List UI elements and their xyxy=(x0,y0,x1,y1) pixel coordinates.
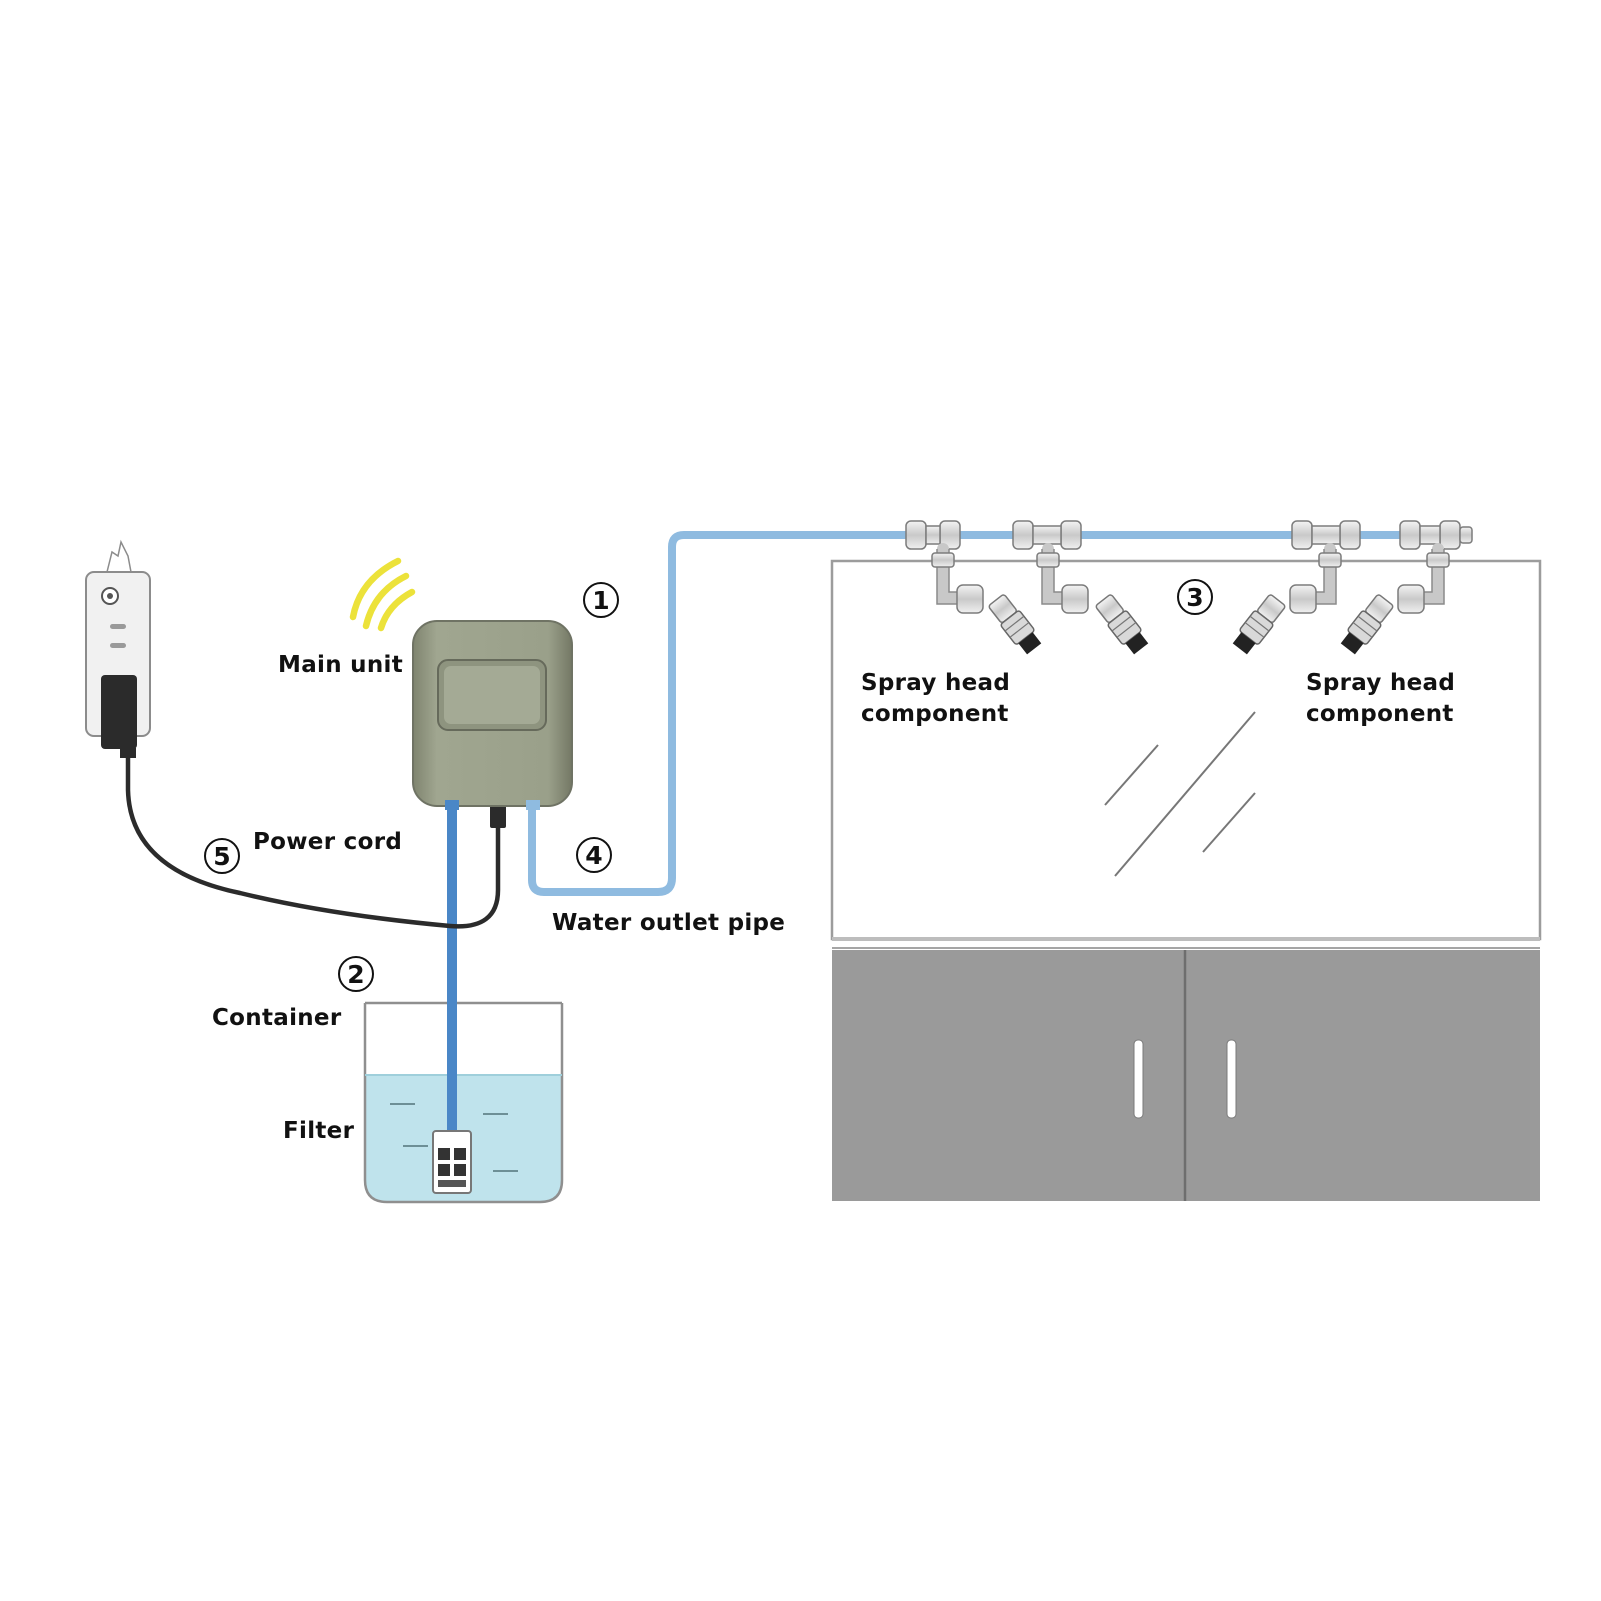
water-outlet-pipe xyxy=(528,531,1470,896)
marker-2: 2 xyxy=(338,956,374,992)
spray-head-left-label: Spray head component xyxy=(861,670,1011,727)
remote-controller xyxy=(85,539,151,758)
main-unit xyxy=(412,620,573,810)
water-outlet-pipe-label: Water outlet pipe xyxy=(552,910,786,936)
container-label: Container xyxy=(212,1005,342,1031)
filter-label: Filter xyxy=(283,1118,355,1144)
wireless-signal-icon xyxy=(349,557,416,632)
marker-3: 3 xyxy=(1177,579,1213,615)
main-unit-label: Main unit xyxy=(278,652,403,678)
spray-head-right-label: Spray head component xyxy=(1306,670,1456,727)
marker-5: 5 xyxy=(204,838,240,874)
filter xyxy=(432,1130,472,1194)
cabinet xyxy=(832,950,1540,1201)
marker-4: 4 xyxy=(576,837,612,873)
aquarium-tank xyxy=(830,559,1542,949)
power-cord xyxy=(125,749,501,929)
power-cord-label: Power cord xyxy=(253,829,403,855)
marker-1: 1 xyxy=(583,582,619,618)
spray-manifold xyxy=(905,520,1473,657)
